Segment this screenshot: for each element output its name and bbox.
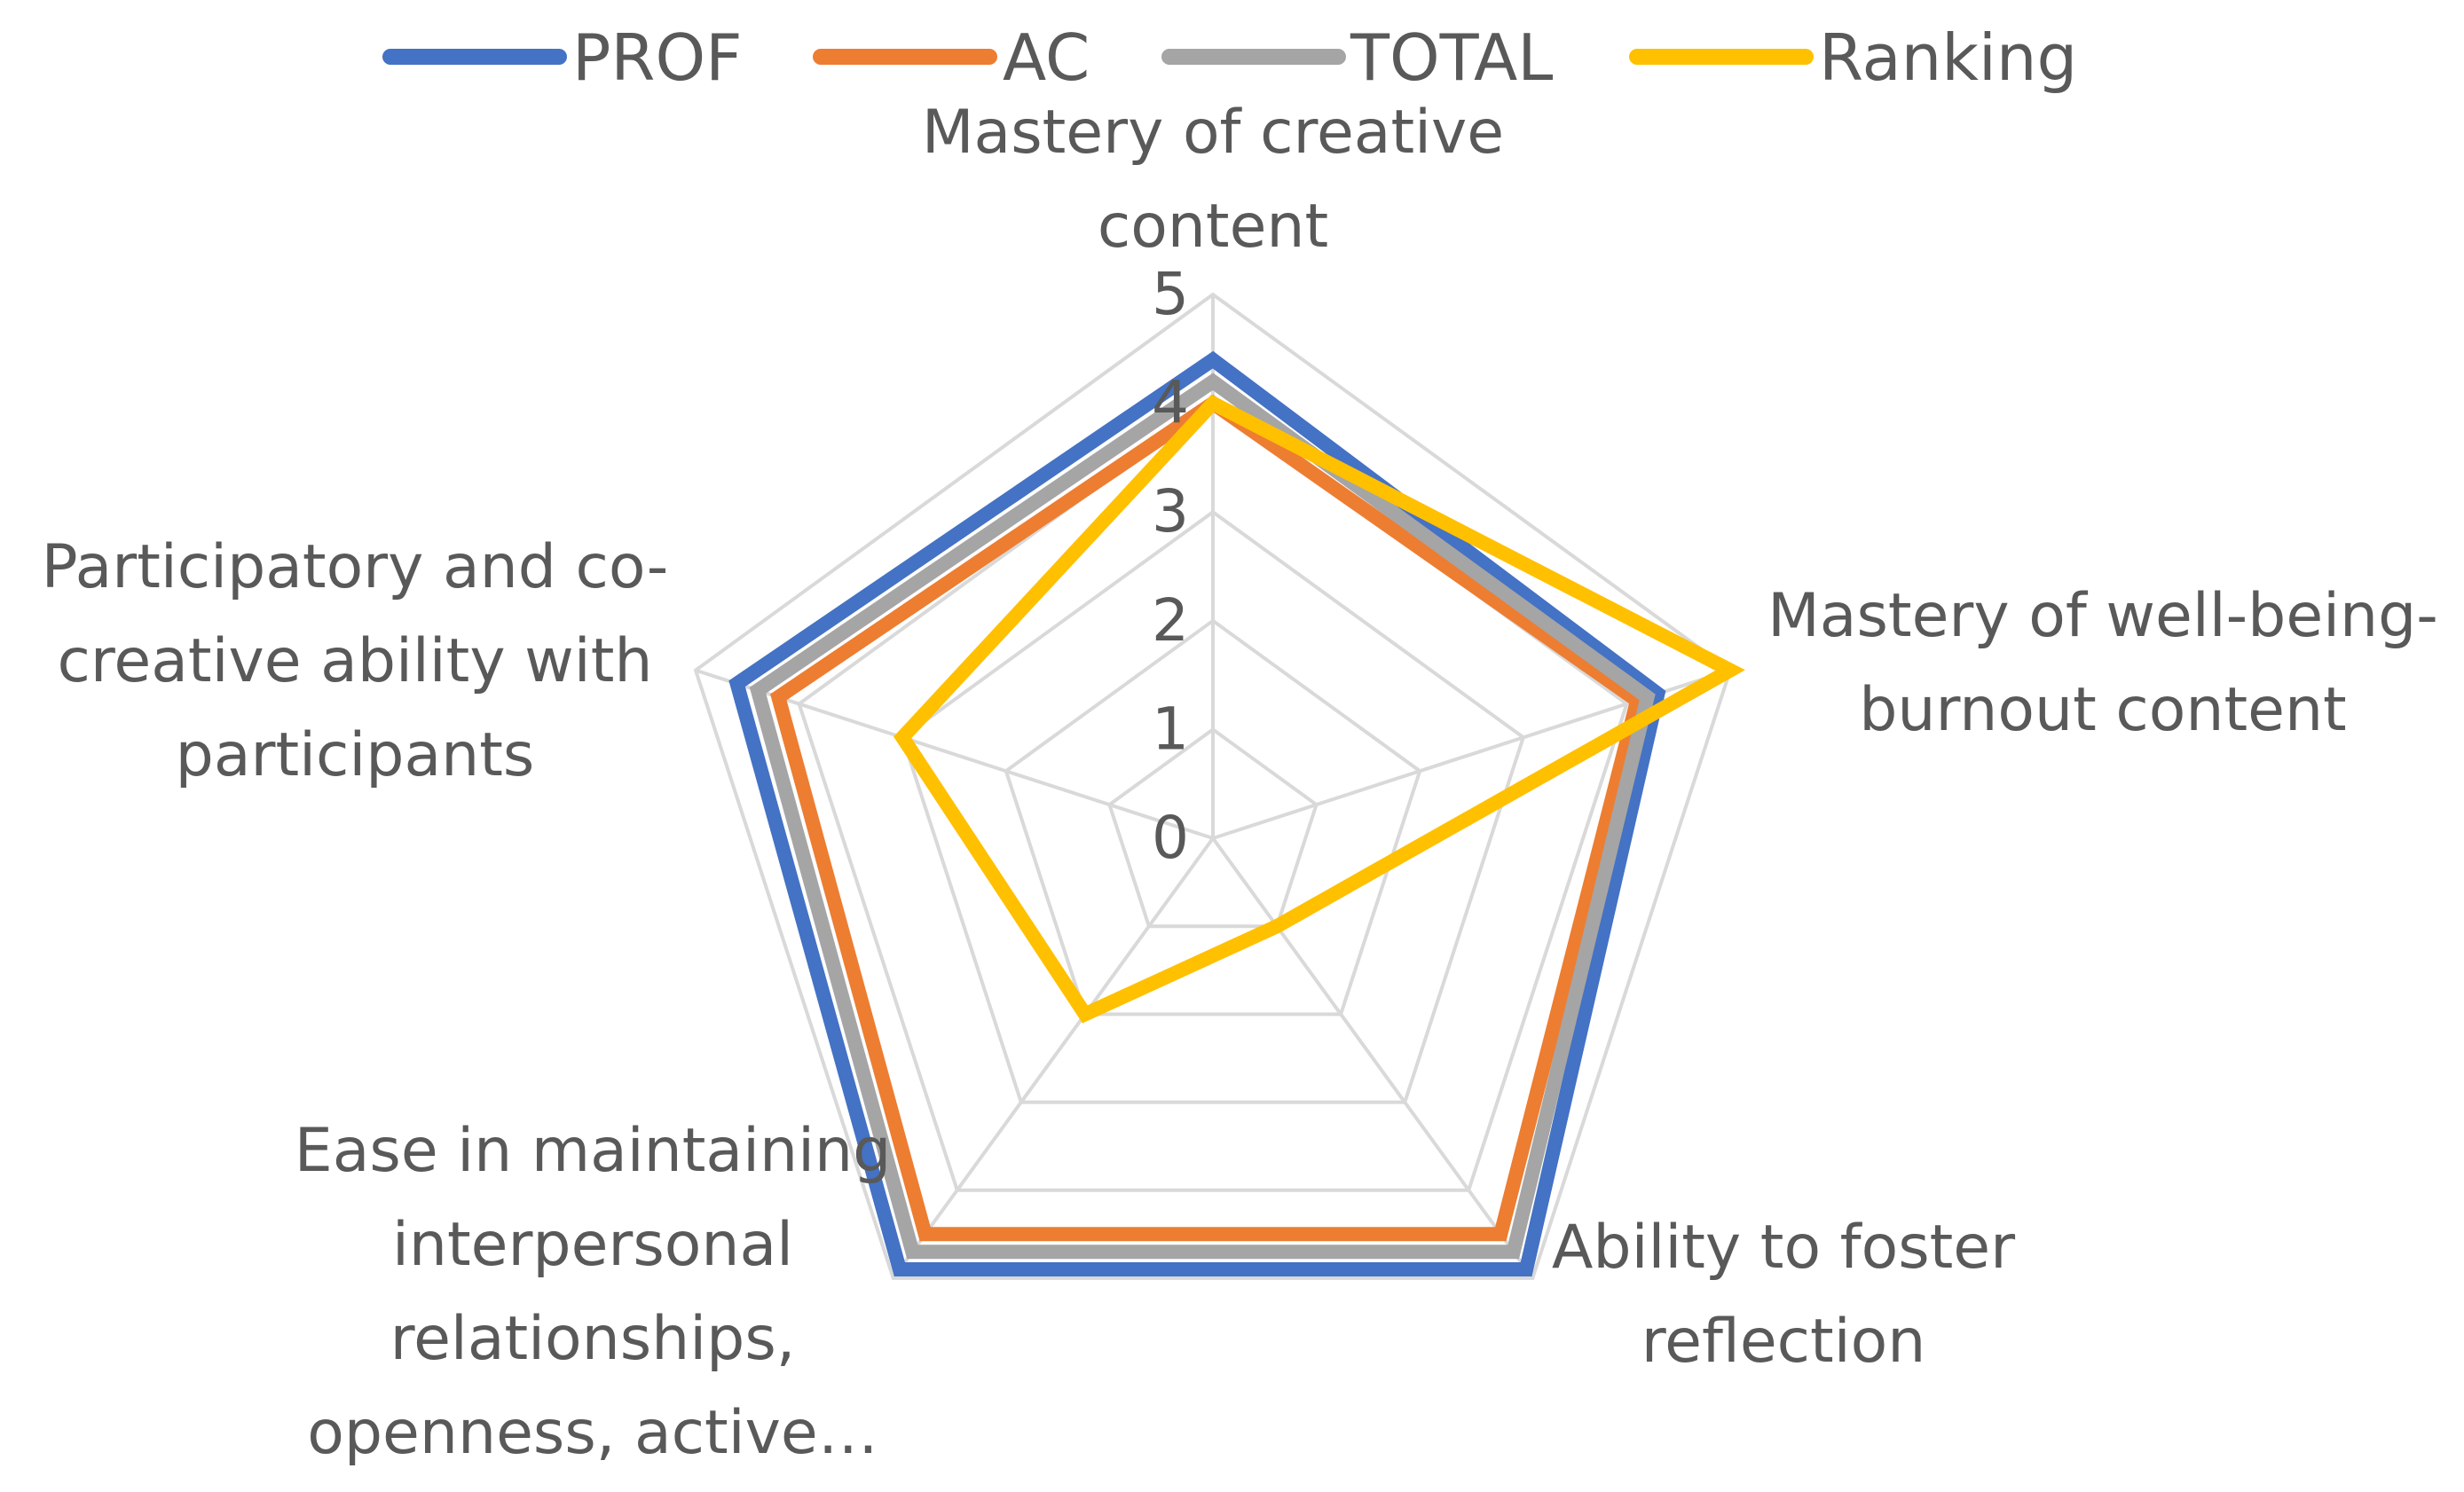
category-label-1: Mastery of well-being-burnout content <box>1767 581 2438 745</box>
radar-series <box>728 350 1745 1276</box>
grid-ring-3 <box>900 509 1526 1104</box>
tick-label-0: 0 <box>1152 804 1189 872</box>
legend-label-prof: PROF <box>572 20 743 95</box>
legend-item-ac: AC <box>813 20 1090 95</box>
legend-label-ranking: Ranking <box>1819 20 2077 95</box>
grid-spoke-2 <box>1211 836 1534 1280</box>
tick-label-2: 2 <box>1152 586 1189 655</box>
grid-ring-2 <box>1004 618 1422 1017</box>
series-line-total <box>749 373 1656 1260</box>
legend-label-ac: AC <box>1003 20 1090 95</box>
tick-label-5: 5 <box>1152 260 1189 328</box>
grid-ring-1 <box>1107 726 1319 929</box>
tick-label-1: 1 <box>1152 695 1189 763</box>
series-line-ranking <box>893 394 1745 1024</box>
tick-label-3: 3 <box>1152 477 1189 546</box>
legend-item-ranking: Ranking <box>1629 20 2077 95</box>
radial-tick-labels: 0 1 2 3 4 5 <box>1152 260 1189 872</box>
legend-item-prof: PROF <box>382 20 743 95</box>
legend-label-total: TOTAL <box>1350 20 1553 95</box>
category-label-4: Participatory and co-creative ability wi… <box>42 532 669 790</box>
grid-ring-4 <box>797 401 1629 1192</box>
grid-spoke-3 <box>892 836 1215 1280</box>
grid-ring-5 <box>693 292 1733 1280</box>
chart-legend: PROF AC TOTAL Ranking <box>382 20 2077 95</box>
tick-label-4: 4 <box>1152 369 1189 437</box>
legend-item-total: TOTAL <box>1161 20 1553 95</box>
series-line-ac <box>770 394 1646 1242</box>
series-line-prof <box>728 350 1666 1276</box>
